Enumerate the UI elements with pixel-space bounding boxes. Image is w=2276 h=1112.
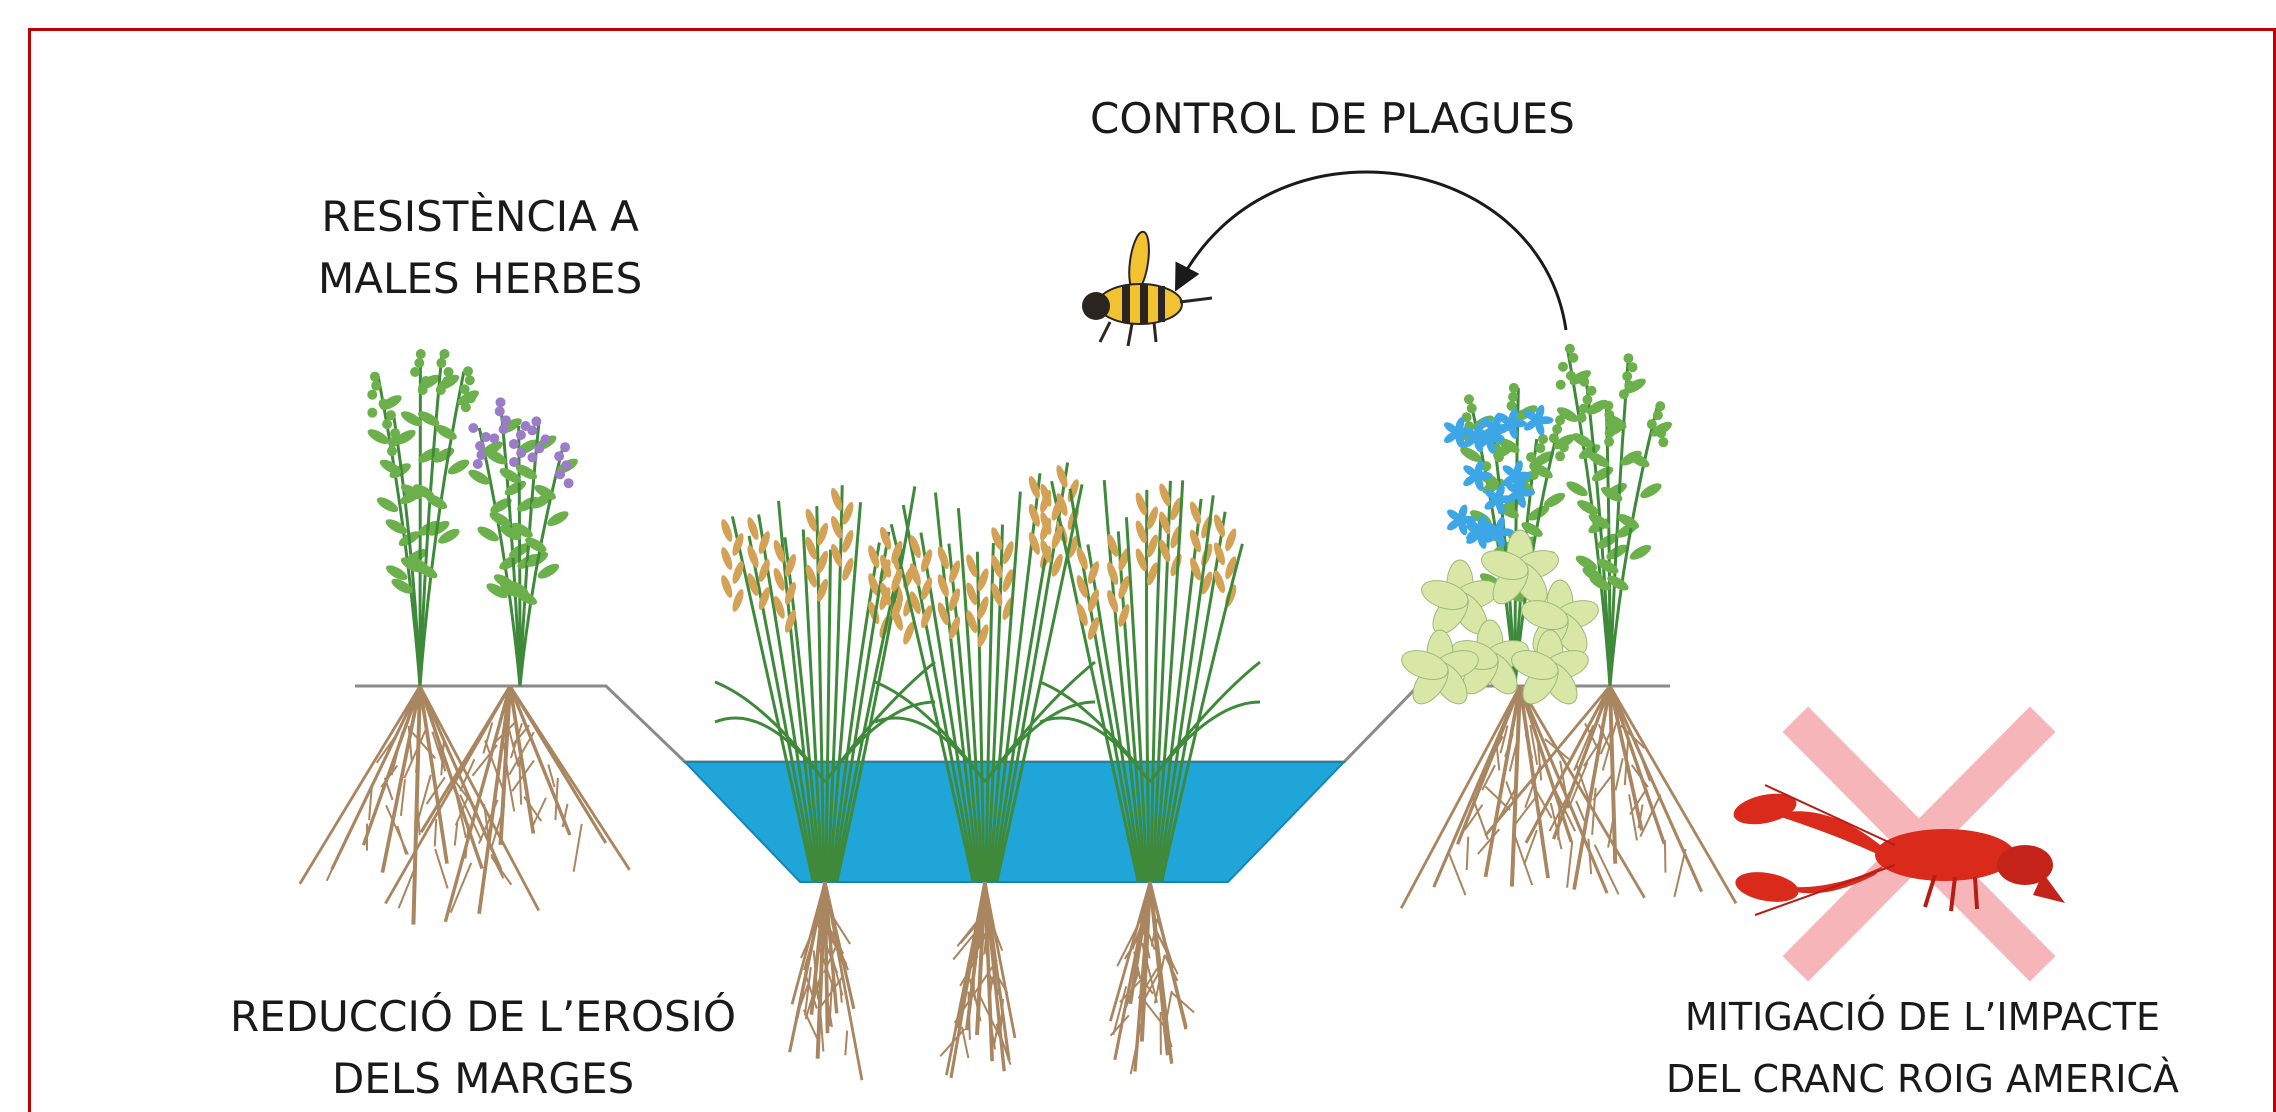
roots: [940, 882, 1015, 1078]
flowering-margin-plants: [1398, 344, 1736, 908]
weed-resistance-line-1: RESISTÈNCIA A: [318, 186, 642, 248]
pest-control-text: CONTROL DE PLAGUES: [1090, 88, 1575, 150]
pale-leaf-cluster: [1398, 530, 1602, 710]
crayfish-mitigation-label: MITIGACIÓ DE L’IMPACTE DEL CRANC ROIG AM…: [1666, 986, 2179, 1110]
weed-resistant-plants: [300, 349, 630, 925]
roots: [1110, 882, 1194, 1074]
bee-icon: [1082, 231, 1212, 346]
arrow-icon: [1180, 172, 1566, 330]
herb-plant: [466, 397, 580, 686]
weed-resistance-line-2: MALES HERBES: [318, 248, 642, 310]
erosion-reduction-label: REDUCCIÓ DE L’EROSIÓ DELS MARGES: [230, 986, 736, 1110]
weed-resistance-label: RESISTÈNCIA A MALES HERBES: [318, 186, 642, 310]
pest-control-label: CONTROL DE PLAGUES: [1090, 88, 1575, 150]
crayfish-mitigation-line-1: MITIGACIÓ DE L’IMPACTE: [1666, 986, 2179, 1048]
herb-plant: [365, 349, 481, 686]
roots: [790, 882, 862, 1080]
crayfish-mitigation-line-2: DEL CRANC ROIG AMERICÀ: [1666, 1048, 2179, 1110]
roots: [1401, 686, 1644, 908]
erosion-reduction-line-2: DELS MARGES: [230, 1048, 736, 1110]
erosion-reduction-line-1: REDUCCIÓ DE L’EROSIÓ: [230, 986, 736, 1048]
